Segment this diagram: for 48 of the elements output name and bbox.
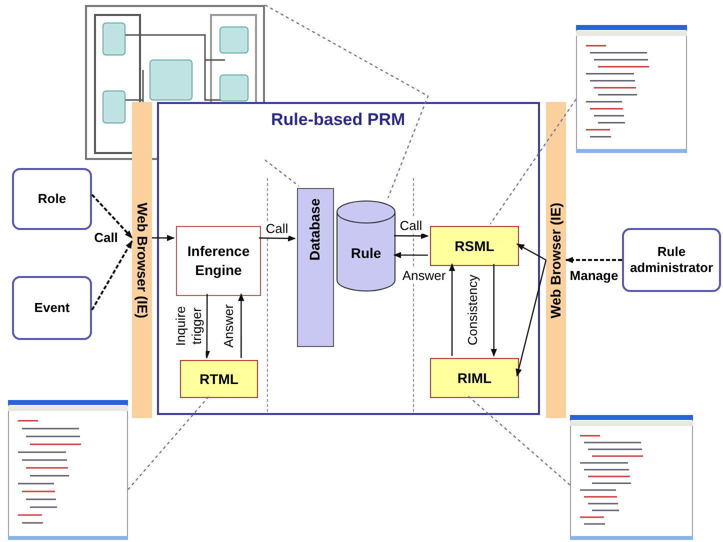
leader-line bbox=[468, 396, 570, 486]
arrow bbox=[448, 263, 456, 356]
markup-box bbox=[430, 358, 519, 398]
screenshot-placeholder bbox=[576, 25, 687, 153]
node-label: RIML bbox=[457, 368, 492, 388]
leader-line bbox=[128, 396, 210, 490]
arrow bbox=[91, 194, 133, 239]
arrow bbox=[259, 235, 296, 242]
markup-box bbox=[430, 226, 519, 266]
arrow bbox=[393, 252, 428, 258]
node-label: Rule bbox=[350, 244, 382, 262]
engine-box bbox=[176, 226, 261, 296]
edge-label: Consistency bbox=[464, 274, 482, 346]
arrow bbox=[394, 232, 429, 240]
leader-line bbox=[264, 4, 429, 198]
system-frame bbox=[157, 102, 540, 415]
edge-label: Call bbox=[398, 218, 424, 234]
node-label: Web Browser (IE) bbox=[134, 202, 152, 318]
node-label: Event bbox=[34, 300, 70, 316]
screenshot-placeholder bbox=[570, 415, 693, 540]
arrow bbox=[565, 256, 622, 264]
node-label: RTML bbox=[200, 370, 238, 388]
markup-box bbox=[180, 360, 258, 398]
edge-label: Answer bbox=[401, 268, 447, 284]
arrow bbox=[238, 293, 244, 358]
node-label: Inference Engine bbox=[186, 242, 251, 280]
arrow bbox=[516, 243, 546, 261]
edge-label: Call bbox=[264, 220, 290, 238]
arrow bbox=[516, 260, 547, 377]
leader-line bbox=[264, 160, 300, 186]
arrow bbox=[204, 294, 210, 359]
actor-box bbox=[12, 168, 92, 230]
node-label: RSML bbox=[454, 236, 494, 256]
browser-bar bbox=[546, 102, 566, 418]
browser-bar bbox=[132, 102, 152, 418]
arrow bbox=[91, 240, 133, 310]
node-label: Web Browser (IE) bbox=[546, 202, 564, 318]
node-label: Rule-based PRM bbox=[271, 109, 406, 131]
database-bar bbox=[297, 188, 334, 347]
node-label: Rule administrator bbox=[628, 244, 714, 276]
arrow bbox=[152, 234, 175, 242]
actor-box bbox=[622, 228, 721, 292]
arrow bbox=[490, 264, 498, 357]
database-cylinder bbox=[336, 200, 396, 292]
actor-box bbox=[12, 276, 92, 340]
screenshot-placeholder bbox=[8, 400, 128, 540]
node-label: Role bbox=[38, 190, 66, 208]
node-label: Database bbox=[306, 198, 324, 261]
